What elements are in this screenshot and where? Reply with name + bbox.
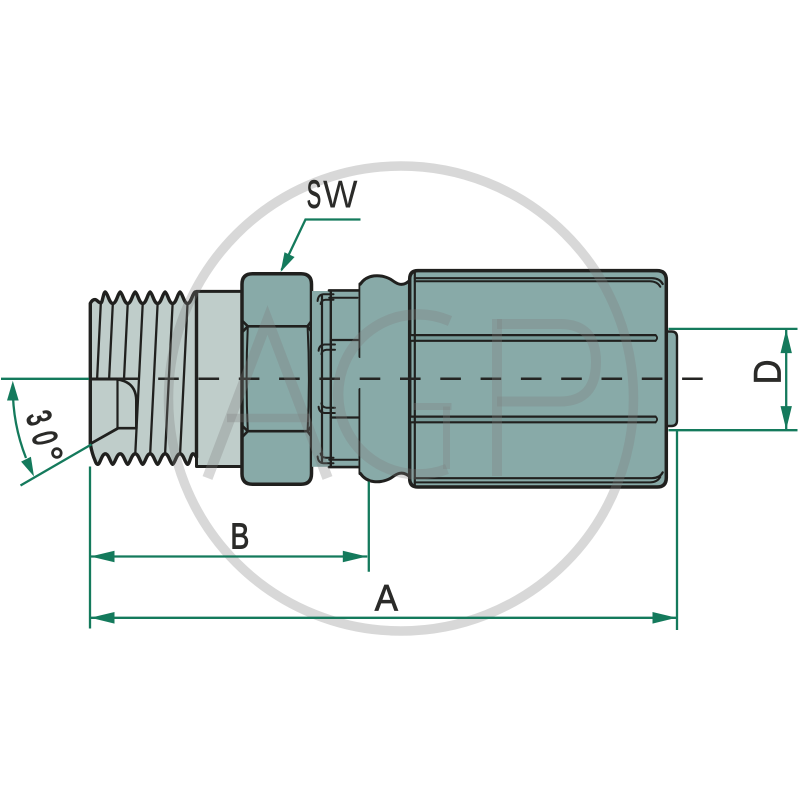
svg-text:A: A xyxy=(375,576,399,618)
svg-text:W: W xyxy=(323,173,358,216)
svg-text:B: B xyxy=(230,515,249,556)
svg-text:D: D xyxy=(746,360,789,385)
svg-text:S: S xyxy=(307,173,321,216)
